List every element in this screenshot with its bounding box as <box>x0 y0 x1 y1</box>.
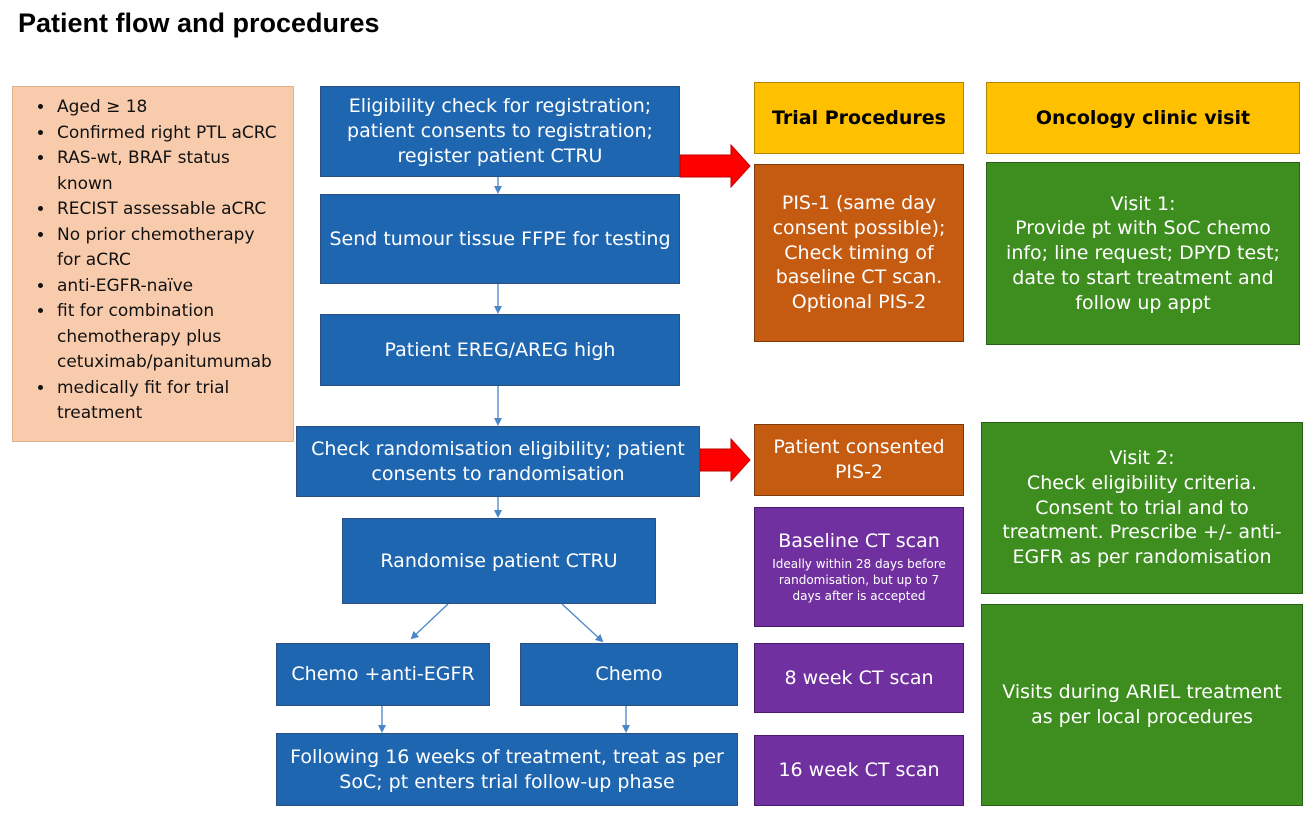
pis1-box: PIS-1 (same day consent possible); Check… <box>754 164 964 342</box>
randomise-box: Randomise patient CTRU <box>342 518 656 604</box>
trial-procedures-header: Trial Procedures <box>754 82 964 154</box>
criterion-item: RAS-wt, BRAF status known <box>55 146 283 197</box>
red-arrow-eligibility <box>679 143 751 189</box>
inclusion-criteria-box: Aged ≥ 18Confirmed right PTL aCRCRAS-wt,… <box>12 86 294 442</box>
arrow-randomise-to-chemo <box>561 603 604 643</box>
criterion-item: anti-EGFR-naïve <box>55 274 283 300</box>
criterion-item: Confirmed right PTL aCRC <box>55 121 283 147</box>
baseline-ct-box: Baseline CT scan Ideally within 28 days … <box>754 507 964 627</box>
week16-ct-box: 16 week CT scan <box>754 735 964 806</box>
page-title: Patient flow and procedures <box>18 8 380 38</box>
criterion-item: medically fit for trial treatment <box>55 376 283 427</box>
criteria-list: Aged ≥ 18Confirmed right PTL aCRCRAS-wt,… <box>27 95 283 427</box>
visit2-box: Visit 2: Check eligibility criteria. Con… <box>981 422 1303 594</box>
eligibility-box: Eligibility check for registration; pati… <box>320 86 680 177</box>
arrow-randomise-to-egfr <box>410 603 449 640</box>
visits-during-treatment-box: Visits during ARIEL treatment as per loc… <box>981 604 1303 806</box>
visit1-box: Visit 1: Provide pt with SoC chemo info;… <box>986 162 1300 345</box>
arm-chemo-box: Chemo <box>520 643 738 706</box>
tissue-box: Send tumour tissue FFPE for testing <box>320 194 680 284</box>
arm-chemo-egfr-box: Chemo +anti-EGFR <box>276 643 490 706</box>
ereg-box: Patient EREG/AREG high <box>320 314 680 386</box>
criterion-item: Aged ≥ 18 <box>55 95 283 121</box>
followup-box: Following 16 weeks of treatment, treat a… <box>276 733 738 806</box>
randomisation-check-box: Check randomisation eligibility; patient… <box>296 426 700 497</box>
pis2-box: Patient consented PIS-2 <box>754 424 964 496</box>
criterion-item: RECIST assessable aCRC <box>55 197 283 223</box>
red-arrow-randomisation <box>699 437 751 483</box>
criterion-item: No prior chemotherapy for aCRC <box>55 223 283 274</box>
oncology-clinic-header: Oncology clinic visit <box>986 82 1300 154</box>
week8-ct-box: 8 week CT scan <box>754 643 964 713</box>
criterion-item: fit for combination chemotherapy plus ce… <box>55 299 283 376</box>
